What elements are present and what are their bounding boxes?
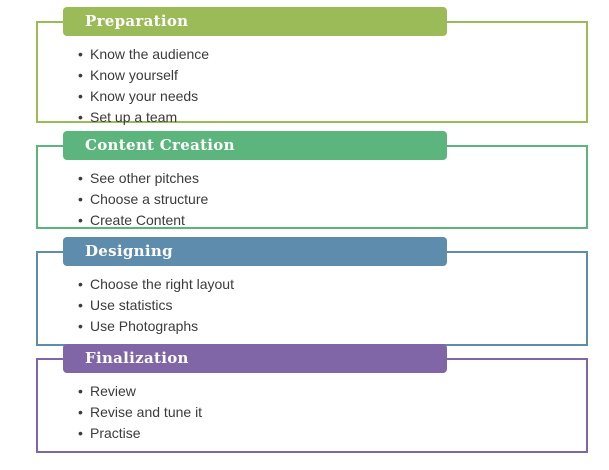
bullet-item: Create Content (78, 210, 208, 231)
stage-bullet-list: See other pitches Choose a structure Cre… (78, 168, 208, 231)
stage-title: Finalization (85, 349, 189, 367)
bullet-item: Review (78, 381, 202, 402)
stage-header: Preparation (63, 7, 447, 36)
bullet-item: Know your needs (78, 86, 209, 107)
bullet-item: Use Photographs (78, 316, 234, 337)
stage-section-designing: Designing Choose the right layout Use st… (36, 237, 588, 346)
stage-title: Designing (85, 242, 173, 260)
stage-section-content-creation: Content Creation See other pitches Choos… (36, 131, 588, 231)
bullet-item: Choose the right layout (78, 274, 234, 295)
stage-bullet-list: Review Revise and tune it Practise (78, 381, 202, 444)
stage-header: Finalization (63, 344, 447, 373)
stage-title: Preparation (85, 12, 189, 30)
stage-section-finalization: Finalization Review Revise and tune it P… (36, 344, 588, 453)
bullet-item: Practise (78, 423, 202, 444)
stage-bullet-list: Choose the right layout Use statistics U… (78, 274, 234, 337)
bullet-item: Set up a team (78, 107, 209, 128)
bullet-item: See other pitches (78, 168, 208, 189)
stage-section-preparation: Preparation Know the audience Know yours… (36, 7, 588, 128)
bullet-item: Revise and tune it (78, 402, 202, 423)
stage-bullet-list: Know the audience Know yourself Know you… (78, 44, 209, 128)
bullet-item: Use statistics (78, 295, 234, 316)
stage-header: Content Creation (63, 131, 447, 160)
bullet-item: Choose a structure (78, 189, 208, 210)
stage-title: Content Creation (85, 136, 235, 154)
bullet-item: Know yourself (78, 65, 209, 86)
bullet-item: Know the audience (78, 44, 209, 65)
stage-header: Designing (63, 237, 447, 266)
